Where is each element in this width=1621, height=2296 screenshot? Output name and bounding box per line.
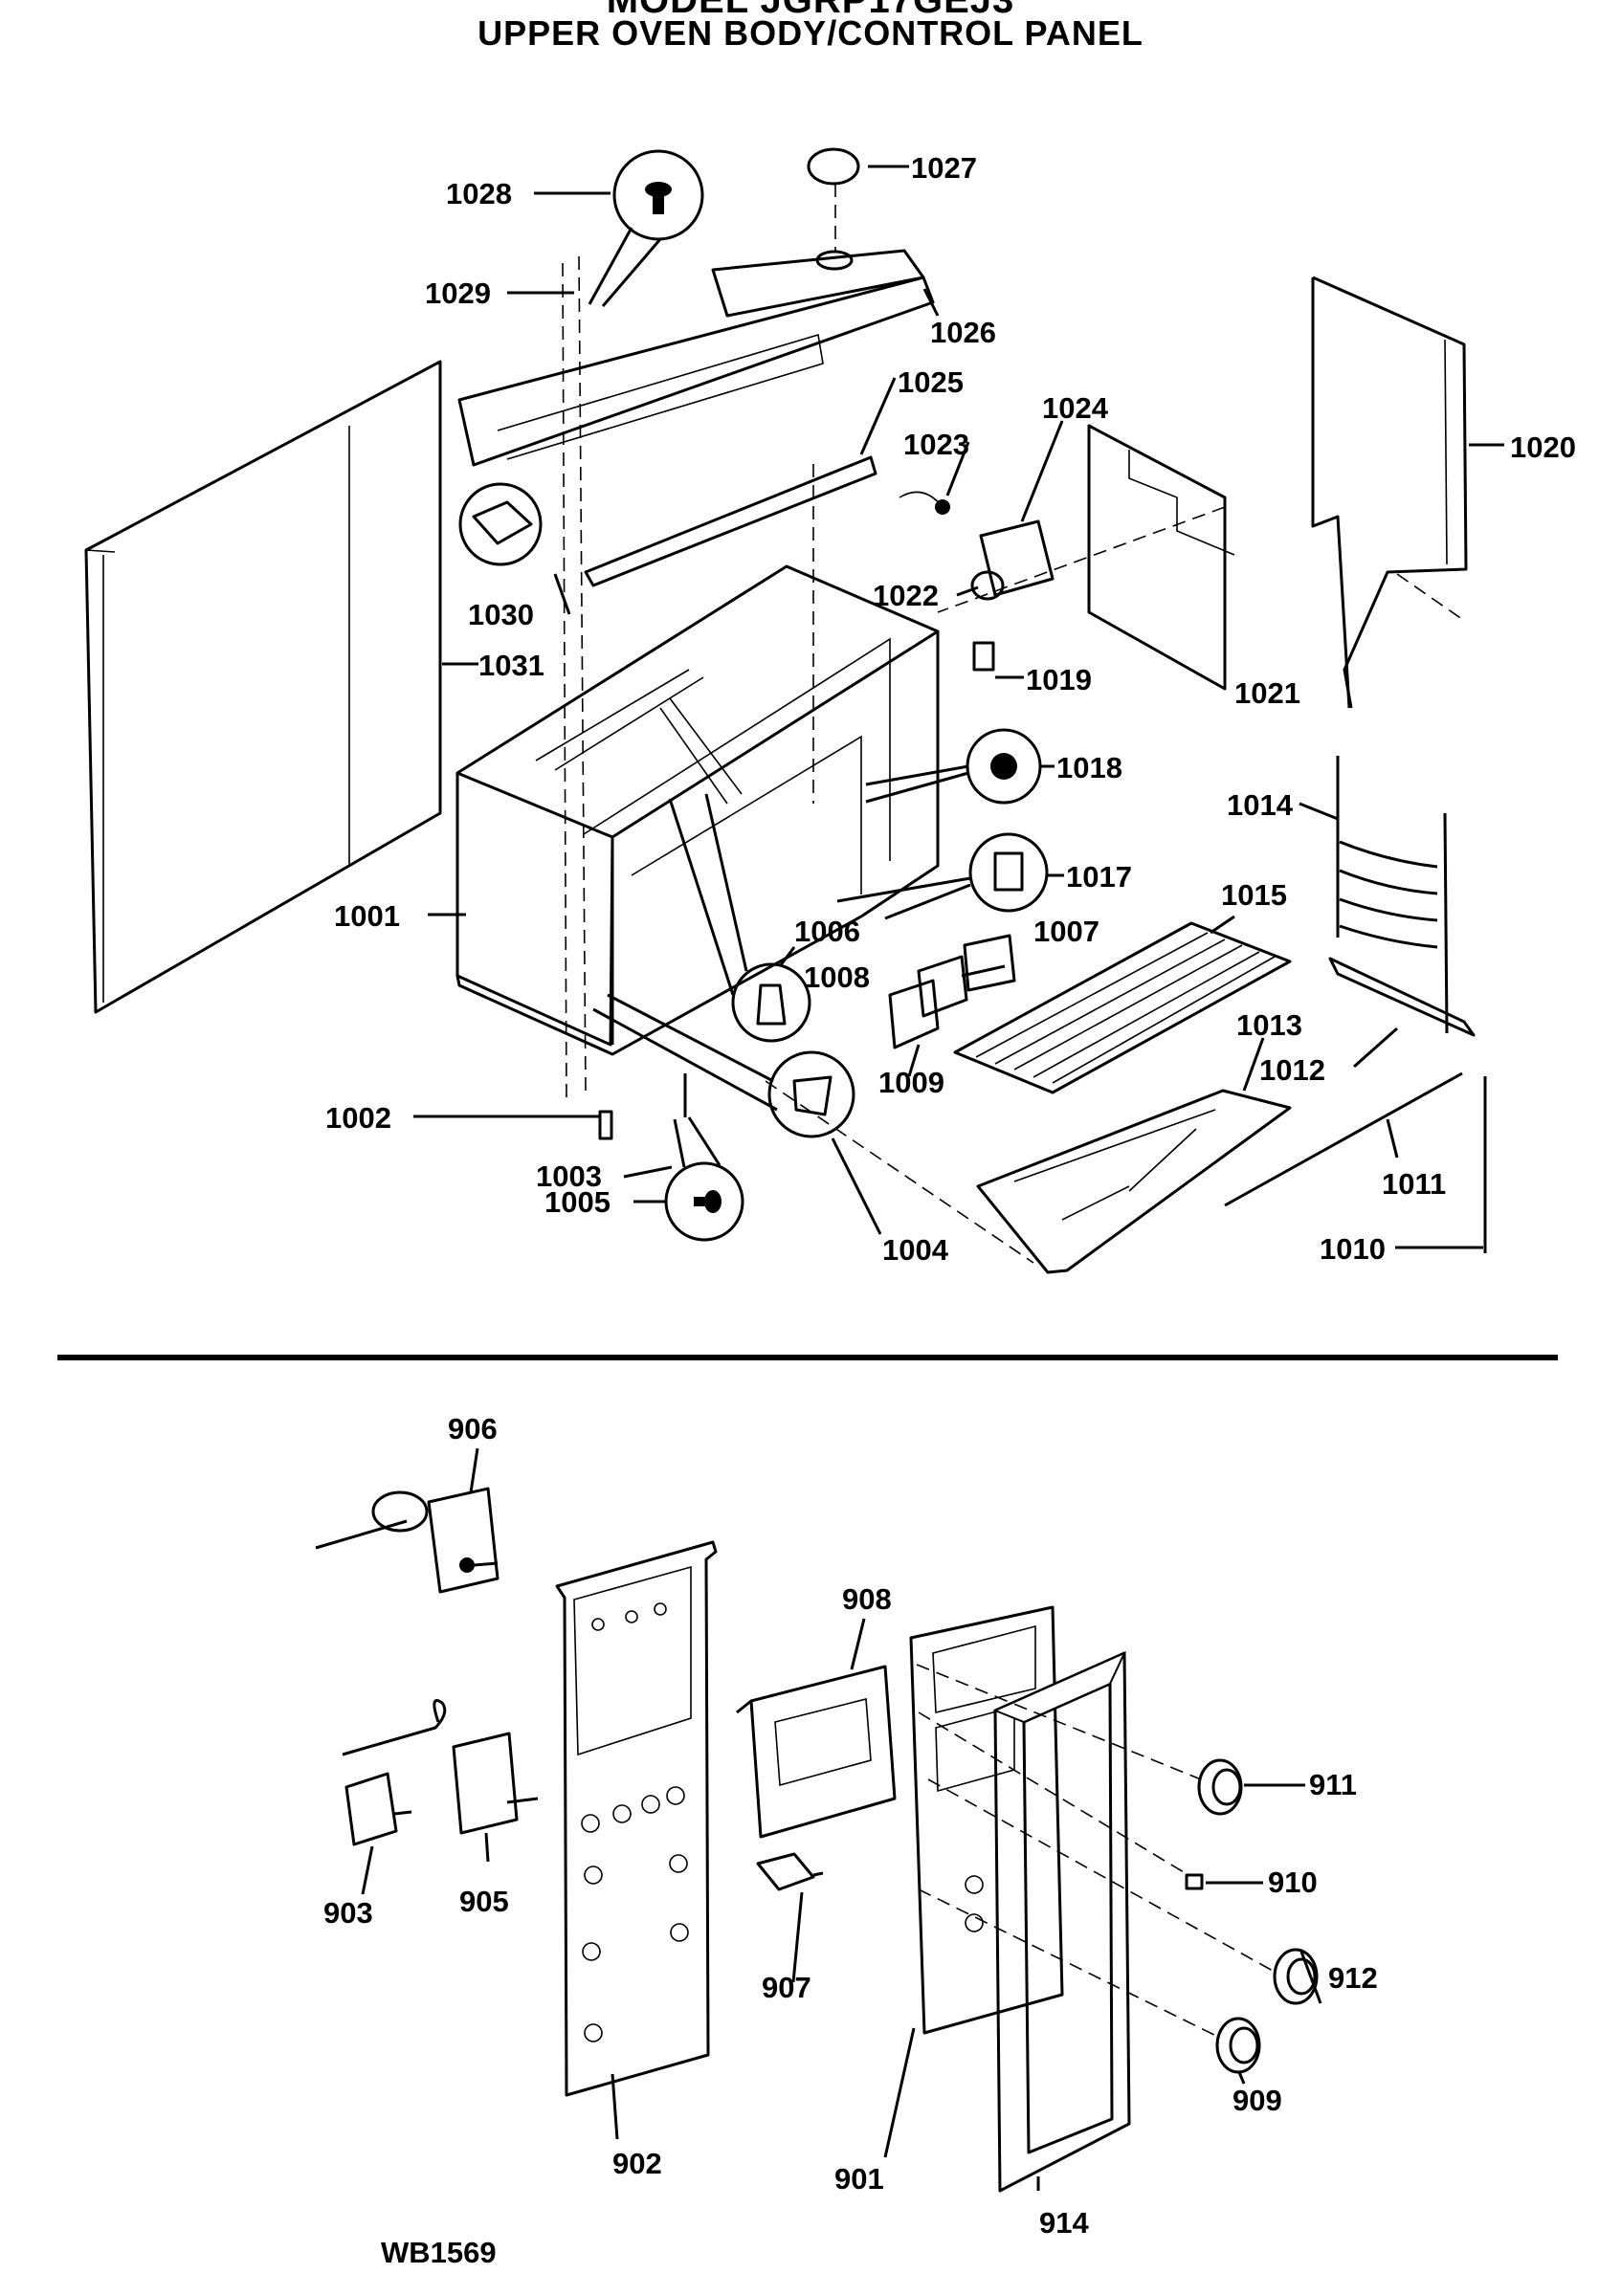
label-912: 912 <box>1328 1961 1378 1995</box>
label-1014: 1014 <box>1227 788 1294 822</box>
detail-circle-1006 <box>668 793 811 1043</box>
part-side-panel-1031 <box>84 360 442 1014</box>
alignment-lines-lower <box>916 1664 1274 2039</box>
label-1001: 1001 <box>334 899 400 933</box>
label-1012: 1012 <box>1259 1053 1325 1087</box>
label-1015: 1015 <box>1221 878 1287 912</box>
label-1021: 1021 <box>1234 676 1300 710</box>
part-bracket-1008 <box>917 955 968 1018</box>
detail-circle-1004 <box>592 993 855 1138</box>
label-1026: 1026 <box>930 316 996 349</box>
part-oven-body-1001 <box>455 564 940 1056</box>
label-1025: 1025 <box>898 365 964 399</box>
label-1022: 1022 <box>873 579 939 612</box>
part-clip-1002 <box>598 1110 613 1140</box>
label-903: 903 <box>323 1896 373 1930</box>
part-switch-905 <box>342 1699 539 1835</box>
part-lamp-907 <box>756 1852 824 1891</box>
part-switch-1019 <box>972 641 995 672</box>
label-1031: 1031 <box>478 649 544 682</box>
label-1020: 1020 <box>1510 430 1576 464</box>
part-knob-911 <box>1197 1758 1243 1816</box>
label-1004: 1004 <box>882 1233 949 1267</box>
label-905: 905 <box>459 1885 509 1918</box>
label-1007: 1007 <box>1033 915 1099 948</box>
diagram-title-model: MODEL JGRP17GEJ3 <box>606 0 1015 21</box>
leader-lines-upper <box>413 165 1504 1249</box>
detail-circle-1018 <box>865 728 1042 805</box>
label-1006: 1006 <box>794 915 860 948</box>
label-1010: 1010 <box>1320 1232 1386 1266</box>
part-bottom-panel-1013 <box>976 1089 1292 1274</box>
part-bracket-1025 <box>584 455 877 587</box>
diagram-reference-code: WB1569 <box>381 2236 497 2269</box>
label-902: 902 <box>612 2147 662 2180</box>
label-910: 910 <box>1268 1866 1318 1899</box>
detail-circle-1030 <box>458 482 543 566</box>
part-insulation-panel-1020 <box>1311 276 1468 709</box>
label-1008: 1008 <box>804 960 870 994</box>
label-1029: 1029 <box>425 276 491 310</box>
diagram-title-section: UPPER OVEN BODY/CONTROL PANEL <box>477 13 1144 53</box>
label-907: 907 <box>762 1971 811 2004</box>
labels-lower: 906 908 911 910 903 905 912 907 902 909 … <box>323 1412 1378 2240</box>
part-thermostat-906 <box>315 1487 500 1594</box>
part-trim-frame-914 <box>992 1650 1131 2193</box>
part-rack-guides-1014 <box>1336 756 1449 1034</box>
part-clock-timer-908 <box>736 1665 897 1839</box>
part-bracket-1009 <box>888 979 940 1049</box>
label-906: 906 <box>448 1412 498 1446</box>
detail-circle-1017 <box>836 832 1049 920</box>
label-1011: 1011 <box>1382 1167 1446 1201</box>
part-mounting-plate-1021 <box>1087 424 1235 691</box>
label-901: 901 <box>834 2162 884 2196</box>
part-shield-1007 <box>963 934 1016 992</box>
label-1028: 1028 <box>446 177 512 210</box>
label-1023: 1023 <box>903 428 969 461</box>
part-knob-912 <box>1273 1948 1319 2005</box>
label-1017: 1017 <box>1066 860 1132 894</box>
part-oven-rack-1015 <box>953 921 1292 1094</box>
label-911: 911 <box>1309 1768 1357 1801</box>
part-console-panel-901 <box>909 1605 1064 2035</box>
detail-circle-1005 <box>664 1116 744 1242</box>
label-908: 908 <box>842 1582 892 1616</box>
label-1018: 1018 <box>1056 751 1122 784</box>
label-1027: 1027 <box>911 151 977 185</box>
part-switch-903 <box>344 1772 412 1846</box>
label-1013: 1013 <box>1236 1008 1302 1042</box>
part-spring-clip-910 <box>1185 1873 1204 1890</box>
part-rail-1012 <box>1328 957 1476 1037</box>
label-1005: 1005 <box>544 1185 611 1219</box>
label-1003: 1003 <box>536 1159 602 1193</box>
label-909: 909 <box>1232 2084 1282 2117</box>
detail-circle-1028 <box>588 149 704 307</box>
part-rod-1011 <box>1224 1071 1463 1207</box>
alignment-lines-upper <box>562 255 1467 1264</box>
leader-lines-lower <box>361 1447 1322 2191</box>
part-control-panel-902 <box>555 1540 718 2097</box>
label-1030: 1030 <box>468 598 534 631</box>
label-914: 914 <box>1039 2206 1089 2240</box>
part-knob-909 <box>1215 2017 1261 2074</box>
label-1019: 1019 <box>1026 663 1092 696</box>
labels-upper: 1028 1027 1029 1026 1025 1024 1023 1020 … <box>325 151 1576 1267</box>
part-light-socket-1024 <box>899 491 1055 601</box>
part-vent-cap-1027 <box>807 147 860 251</box>
label-1009: 1009 <box>878 1066 944 1099</box>
label-1024: 1024 <box>1042 391 1109 425</box>
part-top-panel-1026 <box>457 249 935 467</box>
label-1002: 1002 <box>325 1101 391 1135</box>
